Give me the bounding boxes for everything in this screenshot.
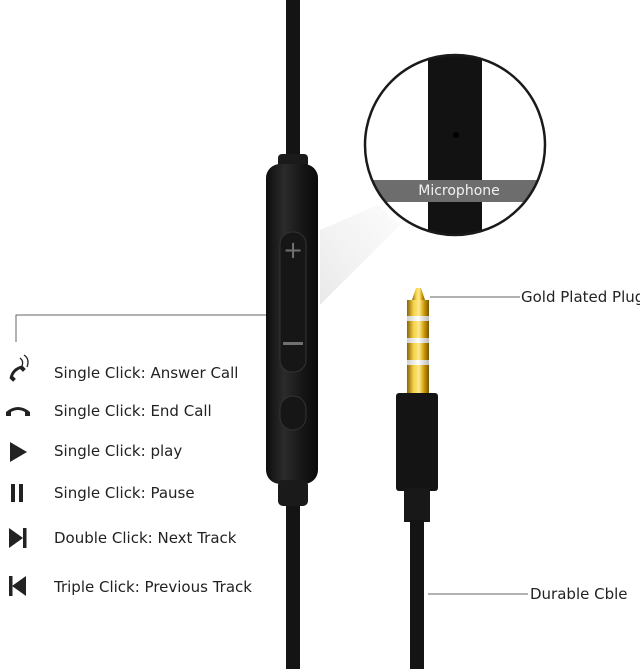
volume-down-icon xyxy=(283,342,303,345)
phone-answer-waves xyxy=(19,354,29,368)
previous-track-icon xyxy=(9,576,26,596)
phone-hangup-icon xyxy=(6,407,30,416)
remote-center-button xyxy=(279,395,307,431)
microphone-magnifier xyxy=(363,53,547,237)
magnifier-beam xyxy=(320,205,400,305)
play-icon xyxy=(10,442,27,462)
cable-bottom xyxy=(286,500,300,669)
control-play-label: Single Click: play xyxy=(54,442,183,460)
remote-control: + xyxy=(266,154,318,506)
control-next-track-label: Double Click: Next Track xyxy=(54,529,237,547)
cable-top xyxy=(286,0,300,165)
plug-cable xyxy=(410,520,424,669)
control-end-call-label: Single Click: End Call xyxy=(54,402,212,420)
microphone-hole xyxy=(453,132,459,138)
gold-plated-plug-label: Gold Plated Plug xyxy=(521,288,640,306)
control-answer-call-label: Single Click: Answer Call xyxy=(54,364,239,382)
next-track-icon xyxy=(9,528,27,548)
pause-icon xyxy=(11,484,23,502)
durable-cable-label: Durable Cble xyxy=(530,585,628,603)
control-previous-track-label: Triple Click: Previous Track xyxy=(54,578,252,596)
controls-callout-line xyxy=(15,314,266,342)
phone-answer-icon xyxy=(9,365,26,382)
microphone-label: Microphone xyxy=(418,183,500,199)
audio-plug xyxy=(396,288,438,669)
control-pause-label: Single Click: Pause xyxy=(54,484,195,502)
volume-up-icon: + xyxy=(283,236,303,264)
